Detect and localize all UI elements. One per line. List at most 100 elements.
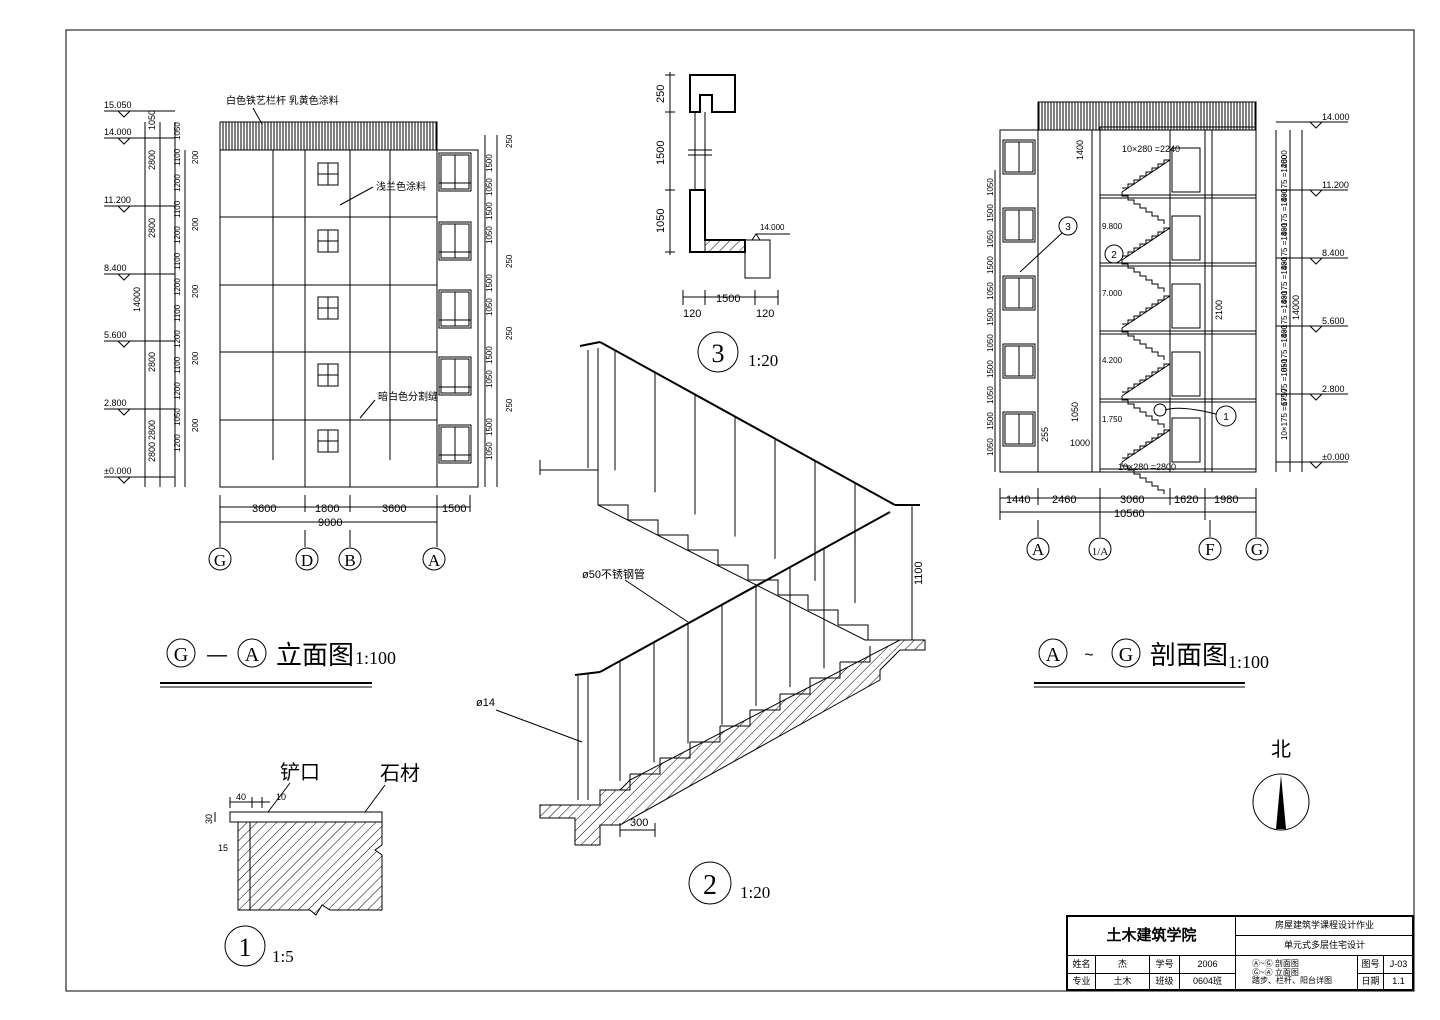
d2-scale: 1:20 bbox=[740, 883, 770, 902]
elev-note-parapet: 白色铁艺栏杆 乳黄色涂料 bbox=[226, 94, 339, 107]
d2-lower-step bbox=[720, 710, 751, 727]
sec-title-tilde: ~ bbox=[1084, 647, 1093, 664]
d1-label-stone: 石材 bbox=[380, 762, 420, 785]
sec-right-dim-1: 8×175 =1400 bbox=[1280, 154, 1289, 202]
sec-stair-flight bbox=[1121, 328, 1165, 360]
d2-upper-step bbox=[688, 549, 719, 565]
elev-wall-dim-4: 200 bbox=[191, 418, 200, 432]
sec-inner-level-4: 1.750 bbox=[1102, 415, 1123, 424]
elev-wall-dim-1: 200 bbox=[191, 217, 200, 231]
tb-date-value: 1.1 bbox=[1384, 974, 1414, 991]
d1-dim-2: 10 bbox=[276, 792, 286, 802]
elev-left-dim-3: 14000 bbox=[132, 287, 142, 312]
sec-stair-flight bbox=[1121, 396, 1165, 428]
elev-left-inner-6: 1200 bbox=[173, 278, 182, 296]
elev-left-inner-11: 1050 bbox=[173, 408, 182, 426]
elev-wall-dim-0: 200 bbox=[191, 150, 200, 164]
sec-stair-top: 10×280 =2240 bbox=[1122, 144, 1180, 154]
elev-balcony-window bbox=[438, 221, 472, 261]
sec-axis-bubble bbox=[1245, 537, 1269, 561]
sec-left-dim-8: 1050 bbox=[986, 386, 995, 404]
d2-lower-step bbox=[840, 646, 871, 663]
sec-stair-flight bbox=[1122, 227, 1170, 257]
sec-bottom-dim-3: 3060 bbox=[1120, 494, 1144, 506]
sec-callout-3: 3 bbox=[1065, 222, 1071, 233]
d1-label-notch: 铲口 bbox=[280, 761, 320, 784]
elev-right-dim-10: 1050 bbox=[485, 370, 494, 388]
elev-title-text: 立面图 bbox=[276, 640, 354, 670]
d3-dim-3: 1050 bbox=[655, 209, 667, 233]
tb-drawing-line2: Ⓖ~Ⓐ 立面图 bbox=[1252, 967, 1299, 977]
sec-stair-flight bbox=[1121, 192, 1165, 224]
sec-axis-bubble bbox=[1198, 537, 1222, 561]
elev-title-axis-right: A bbox=[245, 644, 260, 666]
tb-id-value: 2006 bbox=[1180, 956, 1236, 974]
sec-axis-bubble bbox=[1088, 537, 1112, 561]
north-arrow-icon bbox=[1276, 775, 1286, 829]
sec-window bbox=[1002, 275, 1036, 311]
elev-right-dim-7: 1050 bbox=[485, 298, 494, 316]
elev-title-scale: 1:100 bbox=[355, 648, 396, 668]
sec-title-axis-right: G bbox=[1119, 644, 1133, 666]
sec-inner-dim-1: 1400 bbox=[1075, 140, 1085, 160]
elev-axis-bubble bbox=[338, 547, 362, 571]
elev-balcony-window bbox=[438, 356, 472, 396]
sec-bottom-dim-1: 1440 bbox=[1006, 494, 1030, 506]
elev-axis-3: A bbox=[428, 551, 441, 570]
elev-right-dim-8: 250 bbox=[505, 326, 514, 340]
sec-left-dim-10: 1050 bbox=[986, 438, 995, 456]
sec-level-5: ±0.000 bbox=[1322, 452, 1349, 462]
sec-level-0: 14.000 bbox=[1322, 112, 1350, 122]
tb-name-label: 姓名 bbox=[1068, 956, 1096, 974]
tb-class-value: 0604班 bbox=[1180, 974, 1236, 991]
elevation-drawing: 15.05014.00011.2008.4005.6002.800±0.000 … bbox=[104, 94, 514, 688]
sec-inner-level-3: 4.200 bbox=[1102, 356, 1123, 365]
sec-left-dim-5: 1500 bbox=[986, 308, 995, 326]
elev-left-inner-12: 1200 bbox=[173, 434, 182, 452]
sec-title-text: 剖面图 bbox=[1150, 640, 1228, 670]
sec-title-scale: 1:100 bbox=[1228, 652, 1269, 672]
tb-major-value: 土木 bbox=[1096, 974, 1150, 991]
d1-dim-3: 30 bbox=[204, 814, 214, 824]
elev-level-6: ±0.000 bbox=[104, 466, 131, 476]
sec-axis-1: 1/A bbox=[1092, 546, 1109, 558]
elev-total-dim: 9000 bbox=[318, 517, 342, 529]
sec-inner-level-1: 9.800 bbox=[1102, 222, 1123, 231]
d2-lower-step bbox=[810, 662, 841, 679]
sec-left-dim-3: 1500 bbox=[986, 256, 995, 274]
sec-right-dim-4: 8×175 =1400 bbox=[1280, 256, 1289, 304]
sec-left-dim-9: 1500 bbox=[986, 412, 995, 430]
elev-balcony-window bbox=[438, 289, 472, 329]
elev-right-dim-0: 250 bbox=[505, 134, 514, 148]
elev-right-dim-13: 1050 bbox=[485, 442, 494, 460]
sec-door bbox=[1171, 283, 1201, 329]
sec-level-4: 2.800 bbox=[1322, 384, 1345, 394]
elevation-parapet bbox=[219, 121, 438, 151]
detail-1-drawing: 铲口 石材 40 10 30 15 1 1:5 bbox=[204, 761, 420, 967]
sec-bottom-dim-4: 1620 bbox=[1174, 494, 1198, 506]
sec-right-dim-3: 8×175 =1400 bbox=[1280, 222, 1289, 270]
elev-right-dim-4: 1050 bbox=[485, 226, 494, 244]
elev-title-dash: — bbox=[207, 644, 227, 666]
d1-scale: 1:5 bbox=[272, 947, 294, 966]
sec-stair-flight bbox=[1122, 159, 1170, 189]
sec-window bbox=[1002, 139, 1036, 175]
elev-axis-1: D bbox=[301, 551, 313, 570]
tb-drawing-line1: Ⓐ~Ⓖ 剖面图 bbox=[1252, 958, 1299, 968]
detail-2-drawing: ø50不锈钢管 ø14 1100 300 2 1:20 bbox=[476, 341, 926, 905]
elev-left-inner-10: 1200 bbox=[173, 382, 182, 400]
sec-right-dim-7: 6×175 =1050 bbox=[1280, 358, 1289, 406]
d3-dim-1: 250 bbox=[655, 85, 667, 103]
elev-level-1: 14.000 bbox=[104, 127, 132, 137]
d1-dim-1: 40 bbox=[236, 792, 246, 802]
elev-left-inner-2: 1200 bbox=[173, 174, 182, 192]
elev-right-dim-11: 250 bbox=[505, 398, 514, 412]
elev-balcony-window bbox=[438, 424, 472, 464]
elev-right-dim-6: 1500 bbox=[485, 274, 494, 292]
sec-axis-0: A bbox=[1032, 540, 1045, 559]
sec-stair-flight bbox=[1121, 260, 1165, 292]
tb-name-value: 杰 bbox=[1096, 956, 1150, 974]
elev-bottom-dim-2: 1800 bbox=[315, 503, 339, 515]
